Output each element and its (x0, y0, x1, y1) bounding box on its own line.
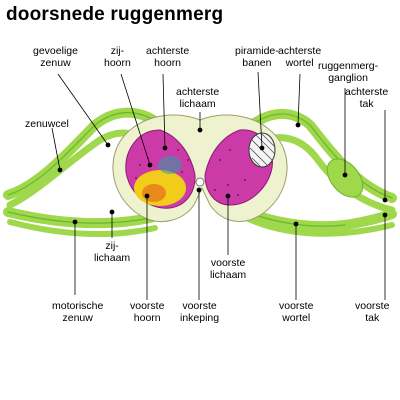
label-achterste-hoorn: achterste hoorn (146, 45, 190, 69)
label-zijhoorn: zij- hoorn (104, 45, 131, 69)
lateral-horn-tint (158, 156, 182, 174)
pyramidal-tract (248, 132, 276, 169)
label-motorische-zenuw: motorische zenuw (52, 300, 104, 324)
label-voorste-tak: voorste tak (355, 300, 390, 324)
label-voorste-hoorn: voorste hoorn (130, 300, 165, 324)
label-zenuwcel: zenuwcel (25, 118, 69, 130)
label-zijlichaam: zij- lichaam (94, 240, 131, 264)
ventral-horn-core (142, 184, 166, 202)
label-achterste-wortel: achterste wortel (278, 45, 322, 69)
label-achterste-tak: achterste tak (345, 86, 389, 110)
label-voorste-lichaam: voorste lichaam (210, 257, 247, 281)
label-ruggenmergganglion: ruggenmerg- ganglion (318, 60, 379, 84)
label-piramidebanen: piramide- banen (235, 45, 279, 69)
label-voorste-wortel: voorste wortel (279, 300, 314, 324)
grey-matter-stipple (135, 149, 246, 196)
leader-lines (51, 71, 388, 300)
central-canal (195, 177, 205, 187)
label-achterste-lichaam: achterste lichaam (176, 86, 220, 110)
diagram-title: doorsnede ruggenmerg (6, 4, 224, 25)
label-gevoelige-zenuw: gevoelige zenuw (33, 45, 78, 69)
label-voorste-inkeping: voorste inkeping (180, 300, 220, 324)
